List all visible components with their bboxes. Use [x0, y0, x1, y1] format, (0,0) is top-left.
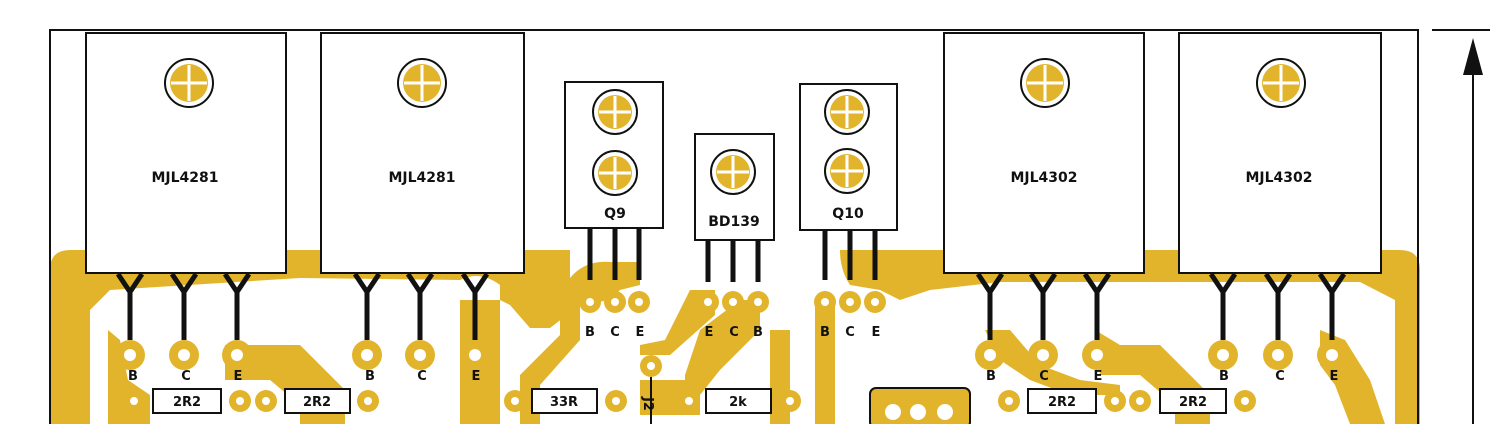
transistor-mjl4281-1: MJL4281 B C E: [85, 32, 287, 384]
pin-label-c: C: [729, 325, 739, 340]
pad-e: [222, 340, 252, 370]
resistor-r3: 33R: [504, 388, 627, 414]
pin-label-c: C: [610, 325, 620, 340]
mounting-hole-icon: [592, 150, 638, 196]
pin-label-c: C: [845, 325, 855, 340]
component-label: MJL4302: [1010, 170, 1077, 186]
pin-label-b: B: [753, 325, 763, 340]
mounting-hole-icon: [397, 58, 447, 108]
resistor-label: 2R2: [173, 395, 201, 410]
resistor-label: 2R2: [1179, 395, 1207, 410]
resistor-r6: 2R2: [1159, 388, 1256, 414]
pin-label-e: E: [472, 369, 481, 384]
jumper-j2: J2: [640, 355, 662, 424]
pin-label-e: E: [234, 369, 243, 384]
pin-label-e: E: [872, 325, 881, 340]
dimension-arrow: [1432, 29, 1490, 424]
component-label: BD139: [708, 214, 760, 230]
pin-label-c: C: [1275, 369, 1285, 384]
pad-e: [1317, 340, 1347, 370]
pin-label-b: B: [365, 369, 375, 384]
resistor-label: 2R2: [303, 395, 331, 410]
mounting-hole-icon: [592, 89, 638, 135]
pin-label-e: E: [1330, 369, 1339, 384]
board-outline: [49, 29, 1419, 424]
pin-label-e: E: [636, 325, 645, 340]
pad-e: [1082, 340, 1112, 370]
pad-c: [169, 340, 199, 370]
component-label: Q9: [604, 206, 626, 222]
pad-c: [405, 340, 435, 370]
pin-label-b: B: [1219, 369, 1229, 384]
pad-b: [1208, 340, 1238, 370]
component-label: MJL4281: [388, 170, 455, 186]
transistor-q10: Q10 B C E: [799, 83, 898, 340]
pin-label-b: B: [585, 325, 595, 340]
pin-label-e: E: [705, 325, 714, 340]
transistor-q9: Q9 B C E: [564, 81, 664, 340]
pad-b: [115, 340, 145, 370]
trimmer-pad-block: [869, 387, 971, 424]
transistor-mjl4302-2: MJL4302 B C E: [1178, 32, 1382, 384]
pin-label-c: C: [1039, 369, 1049, 384]
pin-label-b: B: [128, 369, 138, 384]
mounting-hole-icon: [824, 148, 870, 194]
pin-label-b: B: [986, 369, 996, 384]
jumper-label: J2: [640, 396, 655, 411]
resistor-label: 2k: [729, 395, 747, 410]
mounting-hole-icon: [1256, 58, 1306, 108]
pin-label-b: B: [820, 325, 830, 340]
transistor-mjl4281-2: MJL4281 B C E: [320, 32, 525, 384]
resistor-r2: 2R2: [255, 388, 379, 414]
mounting-hole-icon: [710, 149, 756, 195]
transistor-bd139: BD139 E C B: [694, 133, 775, 340]
resistor-label: 33R: [550, 395, 578, 410]
mounting-hole-icon: [824, 89, 870, 135]
resistor-r4: 2k: [678, 388, 801, 414]
component-label: MJL4302: [1245, 170, 1312, 186]
pad-b: [352, 340, 382, 370]
pad-e: [460, 340, 490, 370]
pad-c: [1028, 340, 1058, 370]
mounting-hole-icon: [164, 58, 214, 108]
component-label: Q10: [832, 206, 864, 222]
pin-label-c: C: [417, 369, 427, 384]
pad-c: [1263, 340, 1293, 370]
transistor-mjl4302-1: MJL4302 B C E: [943, 32, 1145, 384]
component-label: MJL4281: [151, 170, 218, 186]
mounting-hole-icon: [1020, 58, 1070, 108]
resistor-r5: 2R2: [998, 388, 1151, 414]
pin-label-e: E: [1094, 369, 1103, 384]
resistor-r1: 2R2: [123, 388, 251, 414]
resistor-label: 2R2: [1048, 395, 1076, 410]
pad-b: [975, 340, 1005, 370]
pin-label-c: C: [181, 369, 191, 384]
